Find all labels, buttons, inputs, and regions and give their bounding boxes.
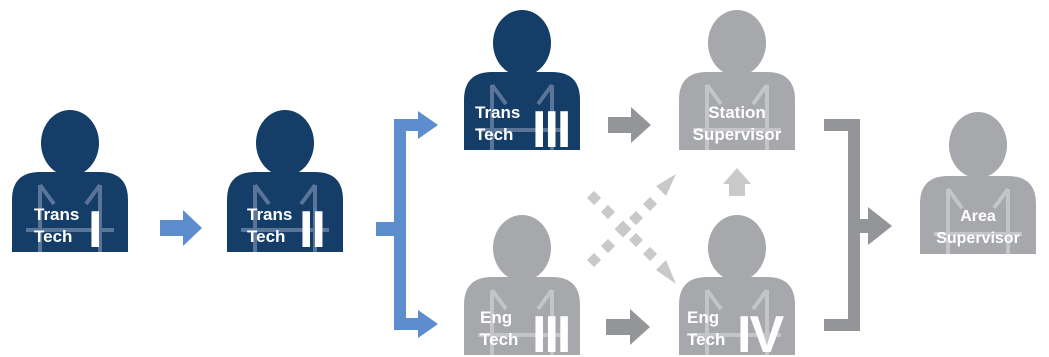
role-label-line1: Station [708, 103, 766, 122]
person-trans-tech-3: Trans Tech III [464, 10, 580, 159]
role-label-line2: Supervisor [936, 230, 1020, 247]
person-eng-tech-4: Eng Tech IV [679, 215, 795, 357]
role-label-line1: Area [960, 208, 996, 225]
person-area-supervisor: Area Supervisor [920, 112, 1036, 254]
up-arrow-icon [723, 168, 751, 196]
right-arrow-icon [160, 210, 202, 246]
role-label-line1: Trans [247, 205, 292, 224]
safety-vest-icon [693, 83, 781, 150]
safety-vest-icon [478, 288, 566, 355]
branch-bracket-icon [376, 111, 438, 338]
person-trans-tech-2: Trans Tech II [227, 110, 343, 259]
right-arrow-icon [606, 309, 650, 345]
role-label-line2: Supervisor [693, 125, 782, 144]
role-level-numeral: IV [737, 306, 784, 357]
role-level-numeral: I [88, 201, 100, 259]
safety-vest-icon [26, 183, 114, 252]
safety-vest-icon [934, 187, 1022, 254]
safety-vest-icon [241, 183, 329, 252]
role-label-line2: Tech [247, 227, 285, 246]
person-trans-tech-1: Trans Tech I [12, 110, 128, 259]
role-label-line1: Trans [34, 205, 79, 224]
role-label-line2: Tech [34, 227, 72, 246]
safety-vest-icon [478, 83, 566, 150]
dotted-cross-arrows-icon [586, 174, 676, 284]
role-label-line2: Tech [480, 330, 518, 349]
role-label-line1: Trans [475, 103, 520, 122]
role-label-line1: Eng [687, 308, 719, 327]
role-level-numeral: III [532, 306, 569, 357]
role-label-line2: Tech [475, 125, 513, 144]
role-label-line2: Tech [687, 330, 725, 349]
right-arrow-icon [608, 107, 651, 143]
role-level-numeral: II [299, 201, 324, 259]
role-label-line1: Eng [480, 308, 512, 327]
person-station-supervisor: Station Supervisor [679, 10, 795, 150]
merge-bracket-icon [824, 119, 892, 331]
person-eng-tech-3: Eng Tech III [464, 215, 580, 357]
role-level-numeral: III [532, 101, 569, 159]
safety-vest-icon [693, 288, 781, 355]
